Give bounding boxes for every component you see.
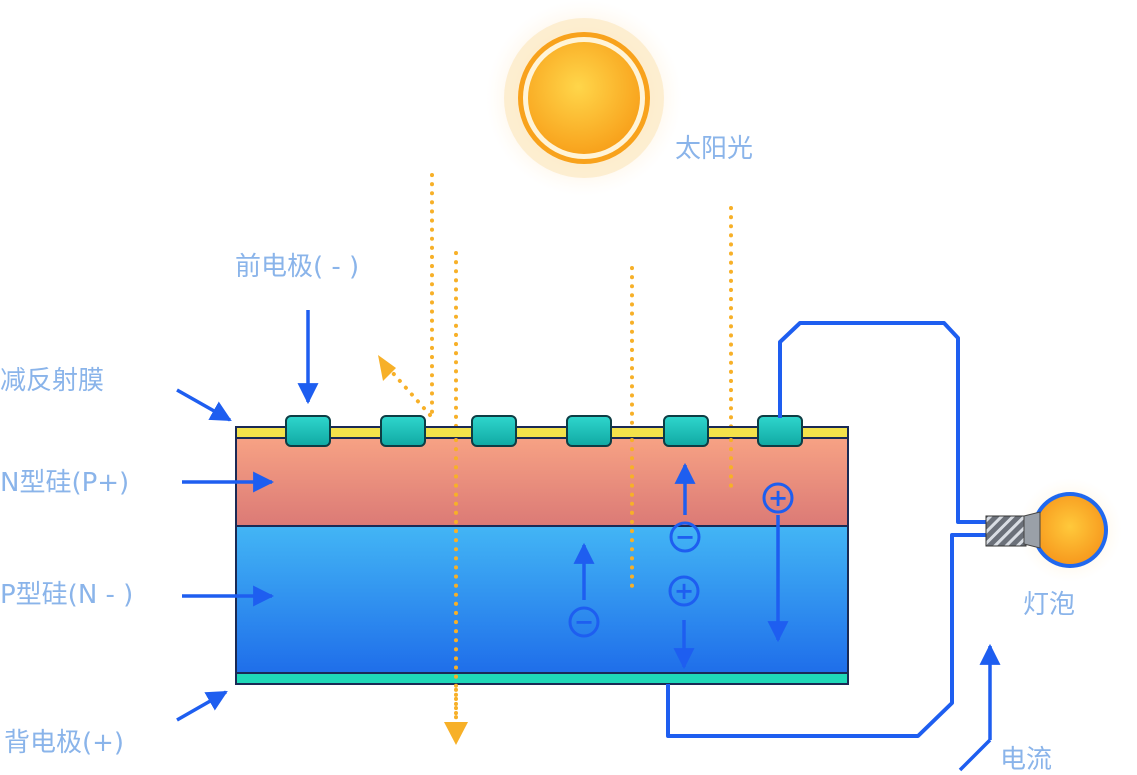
n-silicon-layer	[235, 437, 849, 527]
electron-icon	[568, 606, 600, 638]
pass-through-ray-arrowhead	[444, 722, 468, 745]
light-bulb-icon	[985, 478, 1122, 582]
front-electrode-pad	[285, 415, 331, 447]
front-electrode-pad	[471, 415, 517, 447]
front-electrode-pad	[380, 415, 426, 447]
bulb-label: 灯泡	[1023, 590, 1076, 620]
back-electrode-label: 背电极(+)	[4, 728, 125, 758]
electron-icon	[669, 521, 701, 553]
hole-symbol: +	[768, 484, 788, 512]
front-electrode-label: 前电极( - )	[235, 252, 360, 282]
sun-icon	[486, 0, 682, 196]
solar-cell	[235, 426, 849, 685]
front-electrodes	[285, 415, 803, 447]
label-arrows	[176, 310, 1001, 772]
n-silicon-label: N型硅(P+)	[0, 468, 130, 498]
anti-reflective-arrow	[176, 388, 232, 422]
front-electrode-pad	[663, 415, 709, 447]
reflected-ray-arrowhead	[378, 355, 396, 381]
electron-symbol: −	[675, 523, 695, 551]
anti-reflective-film-label: 减反射膜	[0, 366, 105, 396]
front-electrode-pad	[757, 415, 803, 447]
hole-symbol: +	[674, 577, 694, 605]
front-electrode-pad	[566, 415, 612, 447]
current-arrow-tail	[958, 738, 992, 772]
anti-reflective-film	[235, 426, 849, 439]
p-silicon-layer	[235, 524, 849, 674]
p-silicon-label: P型硅(N - )	[0, 580, 134, 610]
sunlight-label: 太阳光	[675, 134, 754, 164]
circuit-wire	[666, 321, 990, 738]
carrier-arrows	[573, 462, 789, 670]
current-label: 电流	[1000, 745, 1053, 775]
electron-symbol: −	[574, 608, 594, 636]
back-electrode-arrow	[176, 690, 228, 722]
hole-icon	[762, 482, 794, 514]
charge-symbols	[568, 482, 794, 638]
back-electrode	[235, 672, 849, 685]
light-ray-reflected-bounce	[390, 370, 432, 417]
hole-icon	[668, 575, 700, 607]
